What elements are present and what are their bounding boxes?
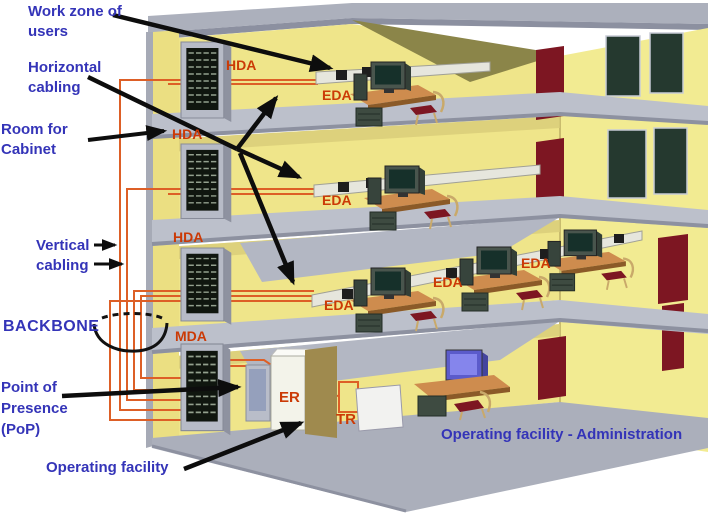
arrow-horizontal-floor3 [237,152,296,286]
backbone-ellipse [92,312,169,353]
annotation-arrows [61,12,334,472]
tan-wall [305,346,337,438]
label-hda-floor1: HDA [226,57,257,73]
arrow-room-for-cabinet [87,125,168,142]
label-operating-facility: Operating facility [46,459,169,476]
arrow-work-zone [112,12,334,73]
label-room-for-cabinet: Room for Cabinet [1,121,68,158]
windows [605,32,688,199]
arrow-operating-facility [183,420,305,472]
label-hda-floor3: HDA [173,229,204,245]
label-hda-floor2: HDA [172,126,203,142]
label-mda: MDA [175,328,207,344]
equipment-room [245,346,404,438]
label-eda-floor1: EDA [322,87,352,103]
hda-rack-floor3 [180,247,233,326]
label-eda-floor3-right: EDA [521,255,551,271]
admin-workstation [414,349,510,421]
hda-rack-floor1 [180,41,233,123]
label-horizontal-cabling: Horizontal cabling [28,59,102,96]
hda-rack-floor2 [180,143,233,224]
er-box [270,355,306,431]
label-eda-floor3-left: EDA [324,297,354,313]
label-work-zone: Work zone of users [28,3,122,40]
label-point-of-presence: Point of Presence (PoP) [1,379,68,438]
label-er: ER [279,389,300,406]
whiteboard [355,384,404,432]
label-eda-floor2: EDA [322,192,352,208]
label-tr: TR [336,411,356,428]
roof [148,3,708,40]
label-vertical-cabling: Vertical cabling [36,237,90,274]
arrow-horizontal-floor1 [235,95,279,151]
arrow-horizontal-floor2 [236,146,303,180]
arrow-pop [61,379,242,399]
arrow-horizontal-cabling-stem [87,74,238,152]
label-operating-facility-admin: Operating facility - Administration [441,426,683,443]
label-backbone: BACKBONE [3,318,100,335]
label-eda-floor3-center: EDA [433,274,463,290]
